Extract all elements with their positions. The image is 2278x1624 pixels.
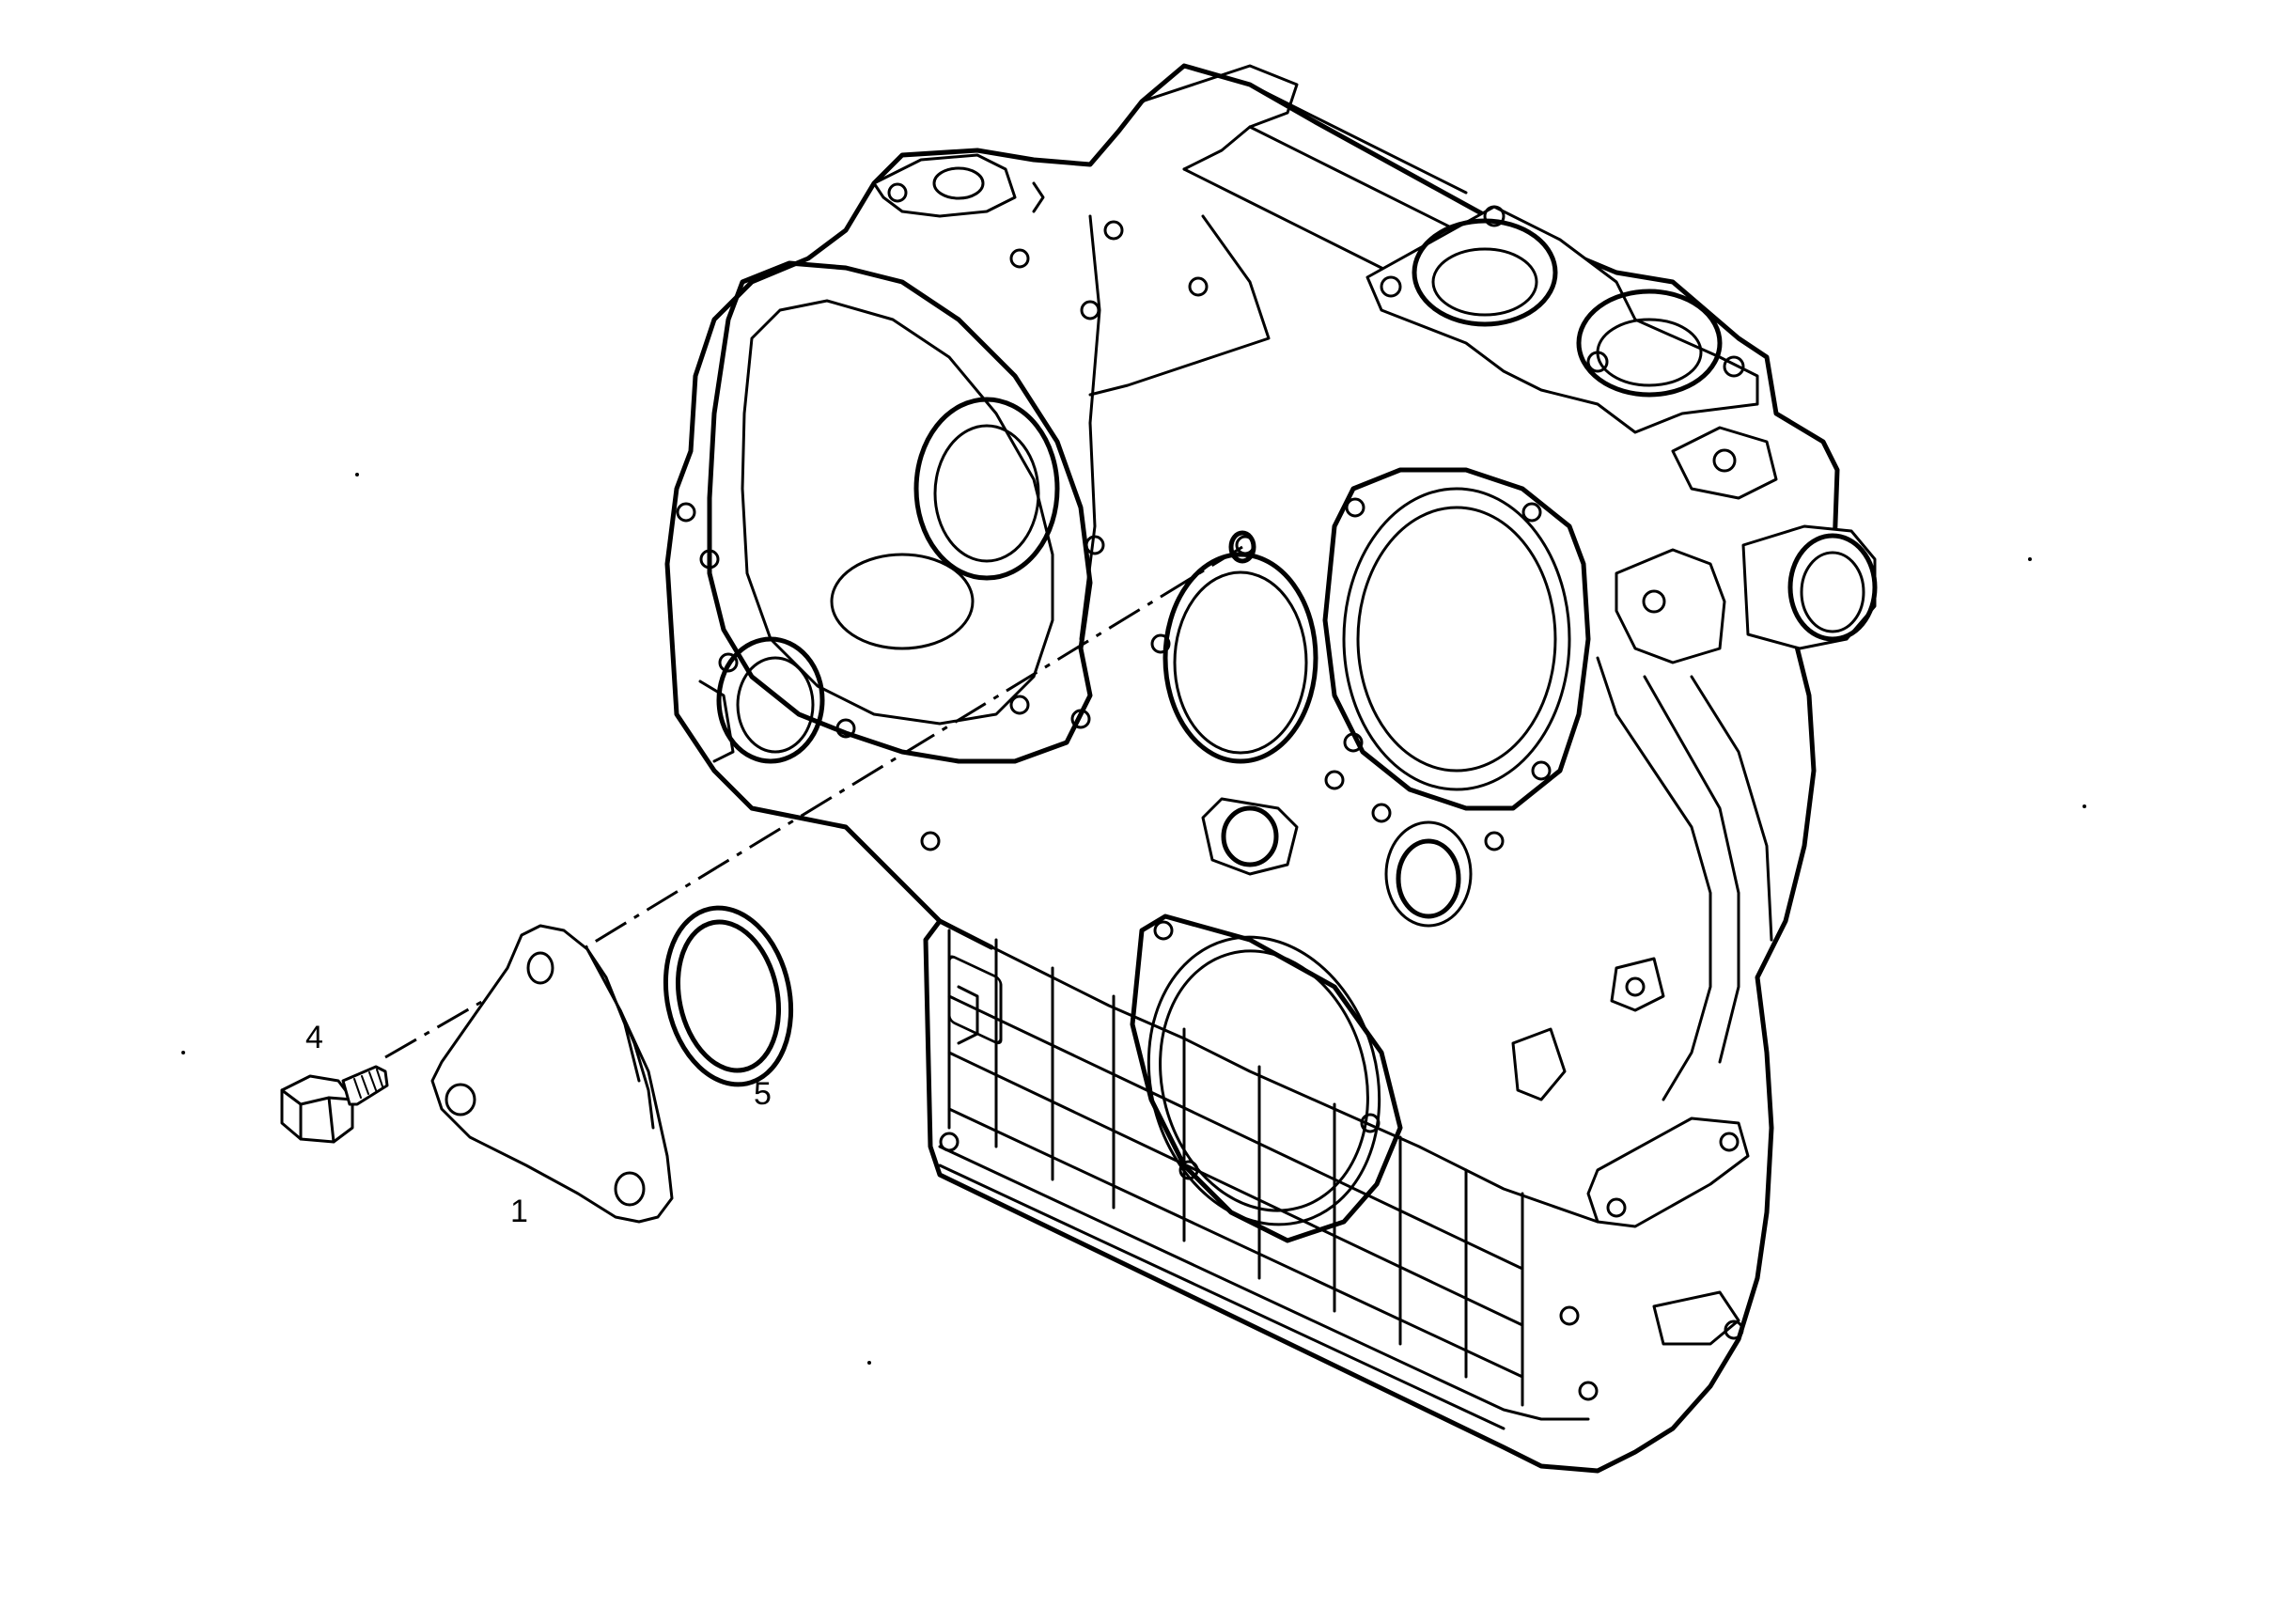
- gear-housing: [664, 63, 1878, 1474]
- callout-part-1: 1: [510, 1194, 528, 1229]
- cover-plate-part-1: [430, 924, 674, 1224]
- o-ring-part-5: [663, 905, 794, 1087]
- scan-speck: [867, 1361, 871, 1365]
- scan-speck: [2083, 804, 2086, 808]
- scan-speck: [181, 1051, 185, 1054]
- callout-part-5: 5: [754, 1076, 772, 1112]
- assembly-centerline: [582, 545, 1243, 951]
- callout-part-4: 4: [305, 1020, 323, 1055]
- bolt-part-4: [280, 1065, 389, 1144]
- scan-speck: [355, 473, 359, 476]
- scan-speck: [2028, 557, 2032, 561]
